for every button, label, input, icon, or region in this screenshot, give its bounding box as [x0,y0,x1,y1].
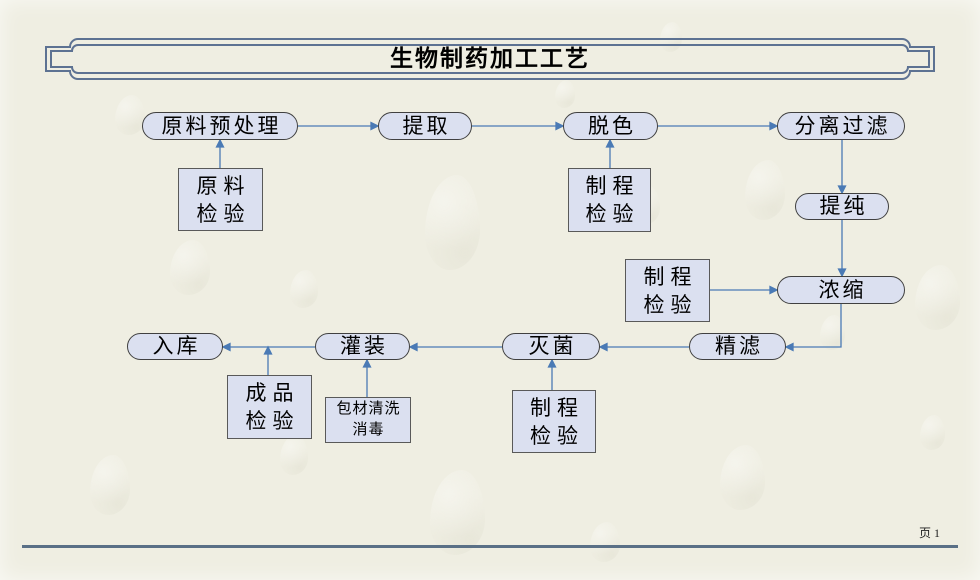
node-concentration: 浓缩 [777,276,905,304]
box-packaging-cleaning-disinfection: 包材清洗 消毒 [325,397,411,443]
inspection-label-line: 成品 [245,381,300,405]
page-number: 页 1 [918,526,940,540]
arrowhead-icon [837,268,847,278]
arrowhead-icon [370,121,380,131]
droplet-watermark [915,265,960,330]
node-pretreatment: 原料预处理 [142,112,298,140]
arrowhead-icon [837,185,847,195]
footer-divider [22,545,958,548]
inspection-label-line: 原料 [196,173,251,198]
inspection-label-line: 检验 [585,202,640,226]
inspection-label-line: 制程 [530,395,584,420]
box-process-inspection-before-sterilize: 制程 检验 [512,390,596,453]
arrowhead-icon [362,358,372,368]
node-extraction: 提取 [378,112,472,140]
arrowhead-icon [598,342,608,352]
node-separation-filtration: 分离过滤 [777,112,905,140]
box-process-inspection-after-decolor: 制程 检验 [568,168,651,232]
box-finished-product-inspection: 成品 检验 [227,375,312,439]
arrowhead-icon [605,138,615,148]
droplet-watermark [745,160,785,220]
arrowhead-icon [215,138,225,148]
arrowhead-icon [555,121,565,131]
node-decolorization: 脱色 [563,112,658,140]
node-sterilization: 灭菌 [502,333,600,360]
node-filling: 灌装 [315,333,410,360]
droplet-watermark [720,445,765,510]
arrowhead-icon [769,285,779,295]
box-raw-material-inspection: 原料 检验 [178,168,263,231]
droplet-watermark [590,522,620,562]
arrowhead-icon [221,342,231,352]
inspection-label-line: 消毒 [352,422,385,438]
inspection-label-line: 检验 [643,292,698,317]
arrowhead-icon [784,342,794,352]
arrowhead-icon [408,342,418,352]
droplet-watermark [425,175,480,270]
arrowhead-icon [263,345,273,355]
inspection-label-line: 包材清洗 [336,401,401,417]
droplet-watermark [920,415,945,450]
droplet-watermark [170,240,210,295]
arrowhead-icon [547,358,557,368]
box-process-inspection-before-concentrate: 制程 检验 [625,259,710,322]
node-fine-filtration: 精滤 [689,333,786,360]
arrowhead-icon [769,121,779,131]
droplet-watermark [115,95,145,135]
droplet-watermark [90,455,130,515]
droplet-watermark [430,470,485,555]
droplet-watermark [820,315,845,350]
arrow-concentrate-to-finefilter [793,304,842,348]
inspection-label-line: 制程 [585,174,640,198]
page-title: 生物制药加工工艺 [390,46,590,71]
inspection-label-line: 制程 [643,264,698,289]
node-purification: 提纯 [795,193,889,220]
droplet-watermark [290,270,318,308]
inspection-label-line: 检验 [196,201,251,226]
node-warehousing: 入库 [127,333,223,360]
inspection-label-line: 检验 [245,409,300,433]
droplet-watermark [280,435,308,475]
title-bar: 生物制药加工工艺 [0,0,980,95]
inspection-label-line: 检验 [530,423,584,448]
